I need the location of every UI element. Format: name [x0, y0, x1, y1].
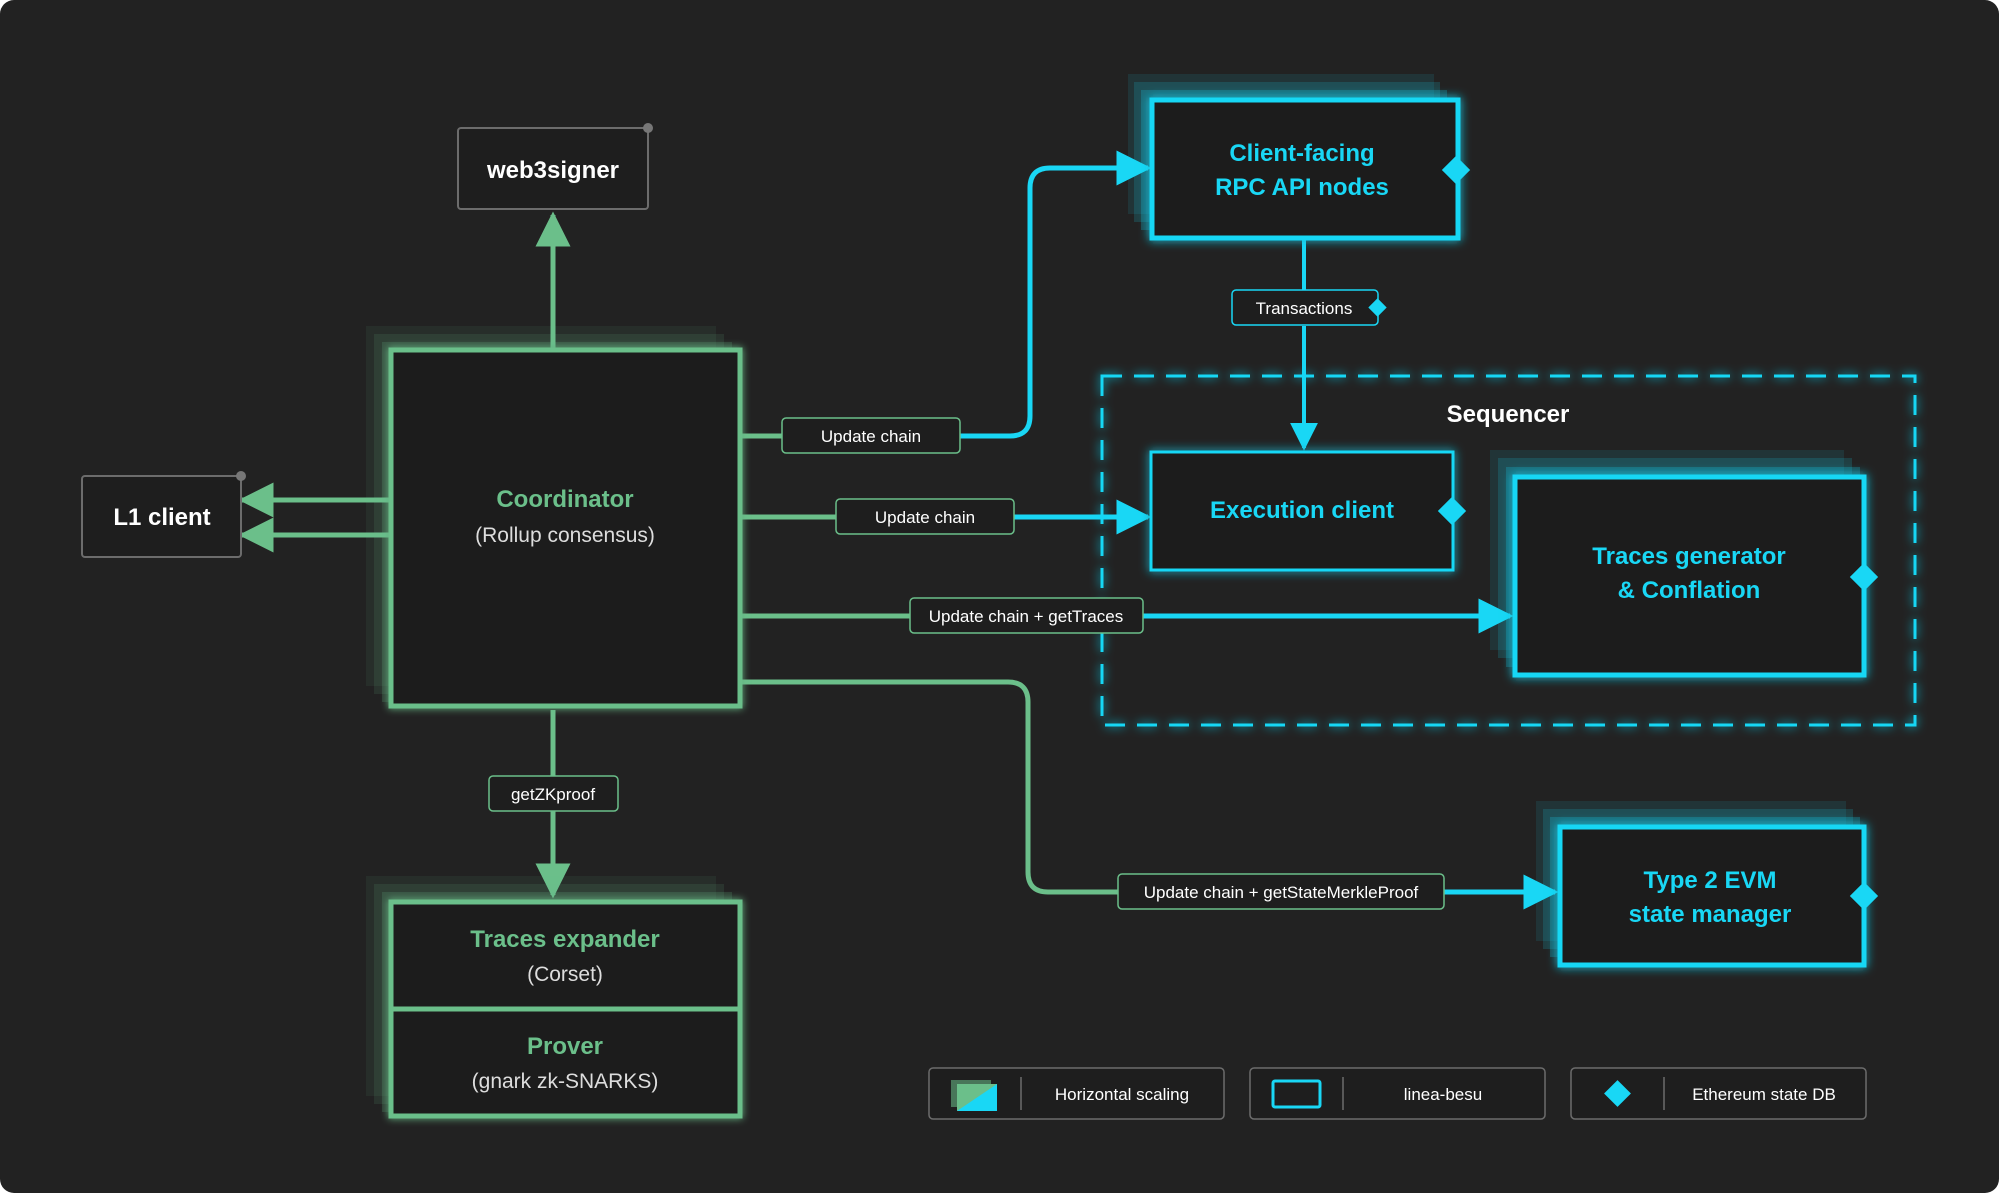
coordinator-node: Coordinator (Rollup consensus): [366, 326, 743, 709]
execution-state-db-diamond: [1437, 496, 1467, 526]
legend-linea-besu-label: linea-besu: [1404, 1085, 1482, 1104]
edge-label-update-chain-state: Update chain + getStateMerkleProof: [1117, 873, 1445, 910]
legend-linea-besu: linea-besu: [1249, 1067, 1546, 1120]
diamond-icon: [1604, 1080, 1631, 1107]
traces-generator-state-db-diamond: [1849, 562, 1879, 592]
traces-expander-prover-node: Traces expander (Corset) Prover (gnark z…: [366, 876, 743, 1119]
prover-title: Prover: [527, 1033, 603, 1060]
rpc-title-line2: RPC API nodes: [1215, 174, 1389, 201]
legend-horizontal-scaling: Horizontal scaling: [928, 1067, 1225, 1120]
edge-label-text: Update chain + getStateMerkleProof: [1144, 883, 1419, 902]
traces-generator-line2: & Conflation: [1618, 577, 1761, 604]
web3signer-node: web3signer: [457, 123, 653, 210]
coordinator-title: Coordinator: [496, 486, 633, 513]
rpc-title-line1: Client-facing: [1229, 140, 1374, 167]
traces-generator-line1: Traces generator: [1592, 543, 1785, 570]
rpc-api-nodes-node: Client-facing RPC API nodes: [1128, 74, 1471, 241]
edge-label-update-chain-rpc: Update chain: [781, 417, 961, 454]
web3signer-title: web3signer: [486, 157, 619, 184]
execution-client-node: Execution client: [1149, 450, 1467, 572]
edge-label-update-chain-exec: Update chain: [835, 498, 1015, 535]
state-manager-state-db-diamond: [1849, 881, 1879, 911]
l1-client-node: L1 client: [81, 471, 246, 558]
horizontal-scaling-icon: [951, 1080, 997, 1111]
l1-client-title: L1 client: [113, 504, 210, 531]
execution-client-title: Execution client: [1210, 497, 1394, 524]
sequencer-title: Sequencer: [1447, 401, 1570, 428]
transactions-state-db-diamond: [1368, 298, 1387, 317]
traces-expander-subtitle: (Corset): [527, 963, 603, 986]
prover-subtitle: (gnark zk-SNARKS): [472, 1070, 659, 1093]
state-manager-node: Type 2 EVM state manager: [1536, 801, 1879, 968]
legend-ethereum-state-db-label: Ethereum state DB: [1692, 1085, 1836, 1104]
coordinator-subtitle: (Rollup consensus): [475, 524, 655, 547]
edge-label-update-chain-traces: Update chain + getTraces: [909, 597, 1144, 634]
edge-label-text: Transactions: [1256, 299, 1353, 318]
legend-horizontal-scaling-label: Horizontal scaling: [1055, 1085, 1189, 1104]
edge-label-text: Update chain: [821, 427, 921, 446]
state-manager-line1: Type 2 EVM: [1644, 867, 1777, 894]
update-chain-rpc-cyan-line: [960, 150, 1152, 439]
edge-label-get-zk-proof: getZKproof: [488, 775, 619, 812]
linea-besu-box-icon: [1271, 1079, 1322, 1109]
update-chain-state-green-line: [740, 679, 1118, 895]
edge-label-text: Update chain: [875, 508, 975, 527]
state-manager-line2: state manager: [1629, 901, 1792, 928]
rpc-state-db-diamond: [1441, 155, 1471, 185]
traces-expander-title: Traces expander: [470, 926, 659, 953]
edge-label-transactions: Transactions: [1231, 289, 1387, 326]
sequencer-group: Sequencer: [1100, 374, 1917, 727]
edge-label-text: Update chain + getTraces: [929, 607, 1124, 626]
edge-label-text: getZKproof: [511, 785, 595, 804]
traces-generator-node: Traces generator & Conflation: [1490, 450, 1879, 678]
legend-ethereum-state-db: Ethereum state DB: [1570, 1067, 1867, 1120]
